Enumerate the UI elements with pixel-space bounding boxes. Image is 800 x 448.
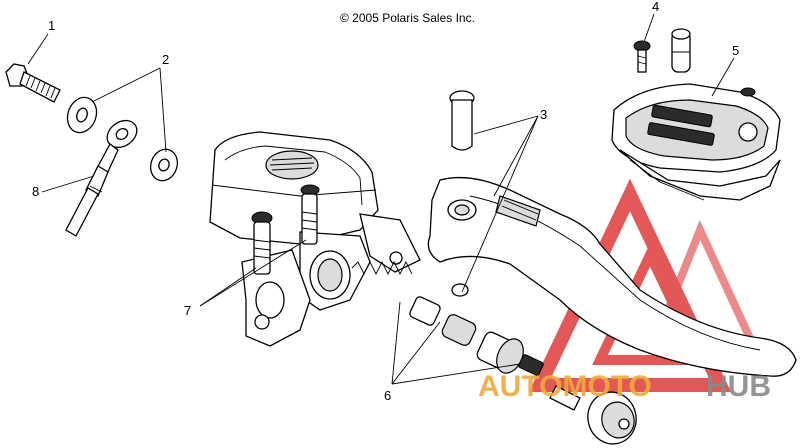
reservoir-cover-part-5: [611, 83, 781, 201]
handlebar-clamp: [241, 231, 371, 347]
callout-8: 8: [32, 184, 39, 199]
spring: [351, 260, 413, 276]
watermark-auto-text: AUTOMOTO: [478, 370, 652, 403]
washer-part-2-upper: [66, 96, 98, 134]
watermark-text: AUTOMOTO HUB: [478, 370, 771, 403]
clamp-screw-part-7-left: [251, 211, 273, 275]
callout-5: 5: [732, 43, 739, 58]
cover-screw-small: [740, 87, 756, 97]
pivot-pin-part-3: [449, 90, 475, 151]
boot-end-cap: [587, 391, 637, 445]
bolt-part-1: [5, 63, 61, 103]
copyright-text: © 2005 Polaris Sales Inc.: [340, 11, 475, 25]
callout-3: 3: [540, 107, 547, 122]
callout-labels: 1 2 3 4 5 6 7 8: [32, 0, 739, 403]
callout-7: 7: [184, 303, 191, 318]
clamp-screw-part-7-right: [300, 184, 320, 245]
leader-lines: [27, 13, 735, 385]
brake-lever: [427, 176, 797, 377]
cover-emboss: [647, 104, 758, 146]
cover-screw-part-4: [633, 40, 651, 73]
watermark-hub-text: HUB: [706, 370, 771, 403]
callout-1: 1: [48, 18, 55, 33]
cover-plunger-part-4: [671, 28, 691, 73]
callout-2: 2: [162, 52, 169, 67]
callout-4: 4: [652, 0, 659, 14]
washer-part-2-lower: [149, 148, 179, 182]
brake-line-part-8: [65, 119, 138, 237]
callout-6: 6: [384, 388, 391, 403]
